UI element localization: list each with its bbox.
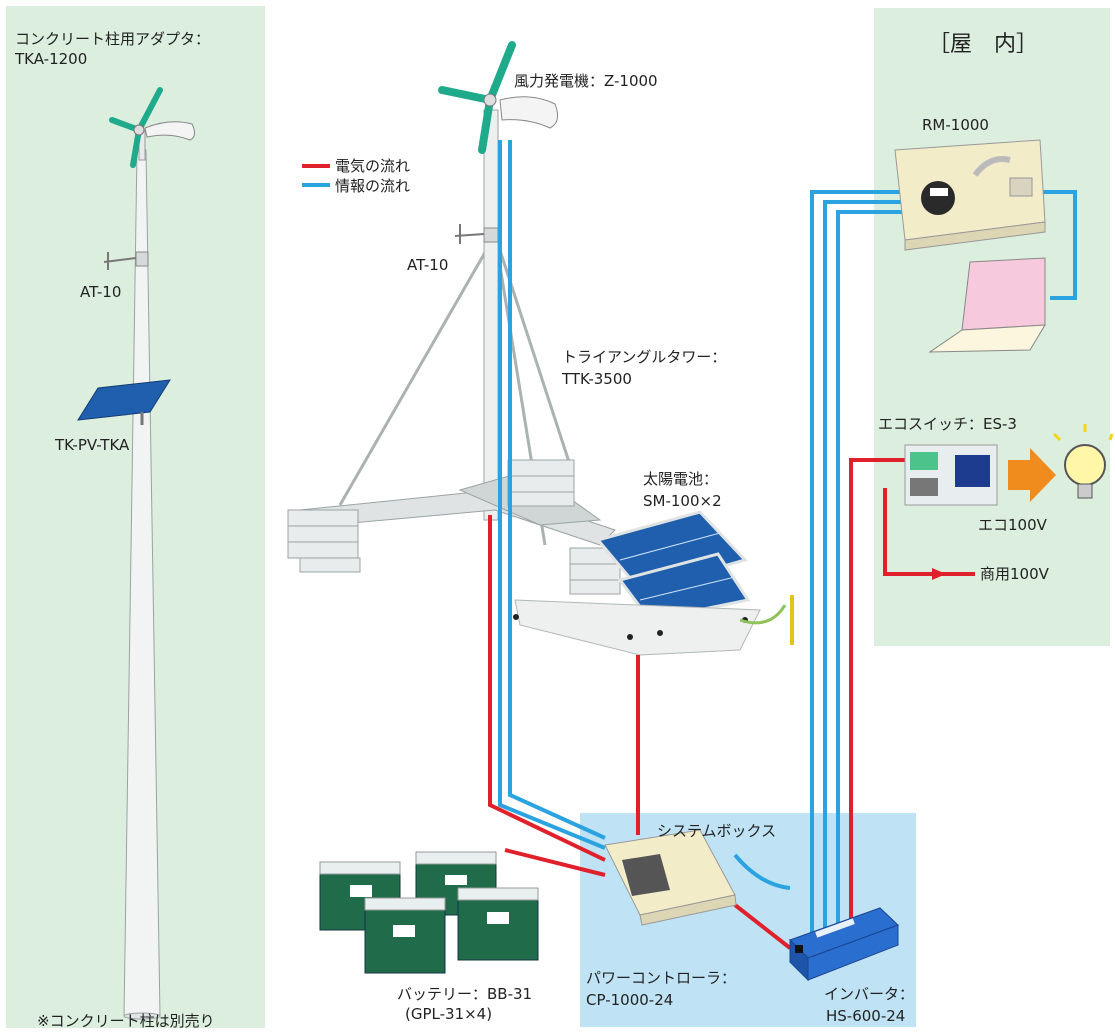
anemometer-icon bbox=[103, 251, 149, 270]
system-box-title: システムボックス bbox=[657, 822, 777, 840]
eco-output-label: エコ100V bbox=[978, 516, 1047, 534]
adapter-model: TKA-1200 bbox=[15, 50, 88, 68]
tower-anemometer-icon bbox=[454, 224, 499, 244]
battery-name-label: バッテリー：BB-31 bbox=[397, 985, 533, 1003]
remote-monitor-icon bbox=[894, 139, 1046, 251]
tower-model-label: TTK-3500 bbox=[562, 370, 632, 388]
commercial-power-label: 商用100V bbox=[980, 565, 1049, 583]
monitor-label: RM-1000 bbox=[922, 116, 989, 134]
info-lines bbox=[498, 140, 1077, 940]
small-wind-turbine-icon bbox=[109, 87, 196, 168]
legend-info-label: 情報の流れ bbox=[335, 177, 411, 195]
triangle-tower bbox=[287, 109, 621, 595]
commercial-power-arrow-icon bbox=[932, 568, 946, 580]
controller-name-label: パワーコントローラ： bbox=[586, 969, 737, 987]
solar-name-label: 太陽電池： bbox=[643, 470, 719, 488]
pole-sensor-label: AT-10 bbox=[80, 283, 122, 301]
pole-solar-label: TK-PV-TKA bbox=[55, 436, 130, 454]
tower-name-label: トライアングルタワー： bbox=[562, 348, 727, 366]
battery-pack-icon bbox=[319, 851, 539, 974]
inverter-icon bbox=[789, 907, 899, 982]
solar-array-icon bbox=[513, 510, 794, 656]
controller-model-label: CP-1000-24 bbox=[586, 991, 674, 1009]
adapter-title: コンクリート柱用アダプタ： bbox=[15, 30, 211, 48]
eco-switch-icon bbox=[904, 444, 998, 506]
turbine-label: 風力発電機：Z-1000 bbox=[514, 72, 658, 90]
power-lines bbox=[488, 458, 975, 950]
inverter-name-label: インバータ： bbox=[824, 985, 915, 1003]
wind-turbine-icon bbox=[438, 41, 559, 154]
laptop-icon bbox=[928, 257, 1046, 353]
pole-note: ※コンクリート柱は別売り bbox=[37, 1012, 215, 1030]
concrete-pole bbox=[123, 149, 161, 1020]
output-arrow-icon bbox=[1008, 448, 1056, 502]
legend-power-label: 電気の流れ bbox=[335, 157, 411, 175]
legend bbox=[302, 164, 330, 187]
indoor-title: ［屋 内］ bbox=[928, 32, 1039, 57]
tower-sensor-label: AT-10 bbox=[407, 256, 449, 274]
solar-model-label: SM-100×2 bbox=[643, 492, 722, 510]
power-controller-icon bbox=[604, 829, 737, 926]
inverter-model-label: HS-600-24 bbox=[826, 1007, 906, 1025]
pole-solar-panel-icon bbox=[77, 379, 171, 425]
light-bulb-icon bbox=[1052, 424, 1114, 499]
eco-switch-label: エコスイッチ：ES-3 bbox=[878, 415, 1017, 433]
battery-spec-label: (GPL-31×4) bbox=[405, 1005, 493, 1023]
